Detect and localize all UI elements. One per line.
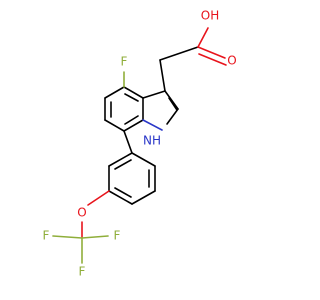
nh-label: NH bbox=[143, 134, 161, 148]
bond bbox=[124, 93, 139, 102]
bond bbox=[197, 46, 226, 59]
bond bbox=[114, 159, 132, 170]
ether-oxygen-label: O bbox=[77, 206, 86, 220]
bond bbox=[52, 235, 83, 239]
bond bbox=[108, 190, 133, 205]
cf3-fluorine-right-label: F bbox=[114, 229, 121, 243]
bond bbox=[131, 152, 156, 167]
bond bbox=[114, 187, 132, 198]
bond bbox=[164, 90, 179, 110]
bond bbox=[159, 46, 199, 61]
cf3-fluorine-bottom-label: F bbox=[79, 265, 86, 279]
bond bbox=[123, 130, 133, 154]
hydroxyl-label: OH bbox=[201, 9, 219, 23]
molecule-drawing: F OH O NH O F F F bbox=[43, 9, 237, 279]
bond bbox=[87, 190, 110, 206]
bond bbox=[197, 27, 209, 48]
bond bbox=[159, 59, 166, 92]
bond bbox=[142, 90, 166, 99]
carbonyl-oxygen-label: O bbox=[227, 54, 236, 68]
structure-diagram: F OH O NH O F F F bbox=[43, 9, 237, 279]
bond bbox=[104, 86, 125, 99]
bond bbox=[108, 152, 133, 167]
bond bbox=[104, 119, 125, 132]
fluorine-atom-label: F bbox=[121, 55, 128, 69]
cf3-fluorine-left-label: F bbox=[43, 229, 50, 243]
bond bbox=[123, 119, 144, 132]
bond bbox=[131, 190, 156, 205]
bond bbox=[124, 115, 139, 125]
bond bbox=[81, 235, 109, 239]
bond bbox=[166, 108, 179, 125]
bond bbox=[198, 53, 227, 66]
bond bbox=[142, 119, 163, 131]
bond bbox=[168, 97, 178, 111]
bond bbox=[123, 86, 144, 99]
